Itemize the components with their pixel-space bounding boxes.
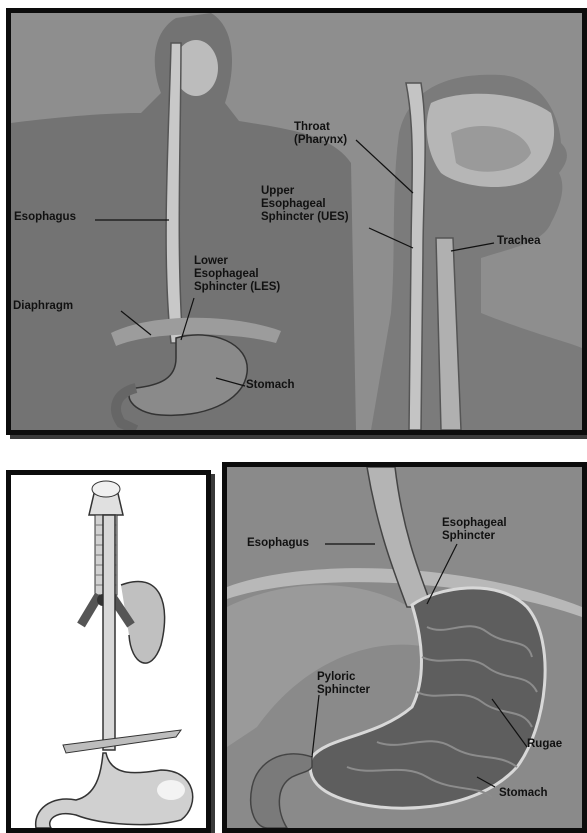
stomach-highlight (157, 780, 185, 800)
esophagus-stomach-illustration (11, 475, 206, 828)
label-diaphragm: Diaphragm (13, 300, 73, 313)
label-rugae: Rugae (527, 738, 562, 751)
bottom-right-anatomy-panel: Esophagus Esophageal Sphincter Pyloric S… (222, 462, 587, 833)
esophagus-tube (103, 515, 115, 750)
label-upper-esophageal-sphincter: Upper Esophageal Sphincter (UES) (261, 185, 349, 224)
label-trachea: Trachea (497, 235, 540, 248)
top-anatomy-panel: Esophagus Lower Esophageal Sphincter (LE… (6, 8, 587, 435)
duodenum-coil (251, 754, 312, 828)
diaphragm (63, 730, 181, 753)
label-throat: Throat (Pharynx) (294, 121, 347, 147)
larynx-top (92, 481, 120, 497)
stomach-detail-illustration (227, 467, 582, 828)
esophagus-tube (367, 467, 432, 607)
label-esophageal-sphincter: Esophageal Sphincter (442, 517, 507, 543)
label-stomach: Stomach (246, 379, 295, 392)
left-bronchus (81, 595, 99, 625)
label-lower-esophageal-sphincter: Lower Esophageal Sphincter (LES) (194, 255, 280, 294)
bottom-left-anatomy-panel (6, 470, 211, 833)
label-esophagus: Esophagus (14, 211, 76, 224)
label-esophagus: Esophagus (247, 537, 309, 550)
label-pyloric-sphincter: Pyloric Sphincter (317, 671, 370, 697)
label-stomach: Stomach (499, 787, 548, 800)
